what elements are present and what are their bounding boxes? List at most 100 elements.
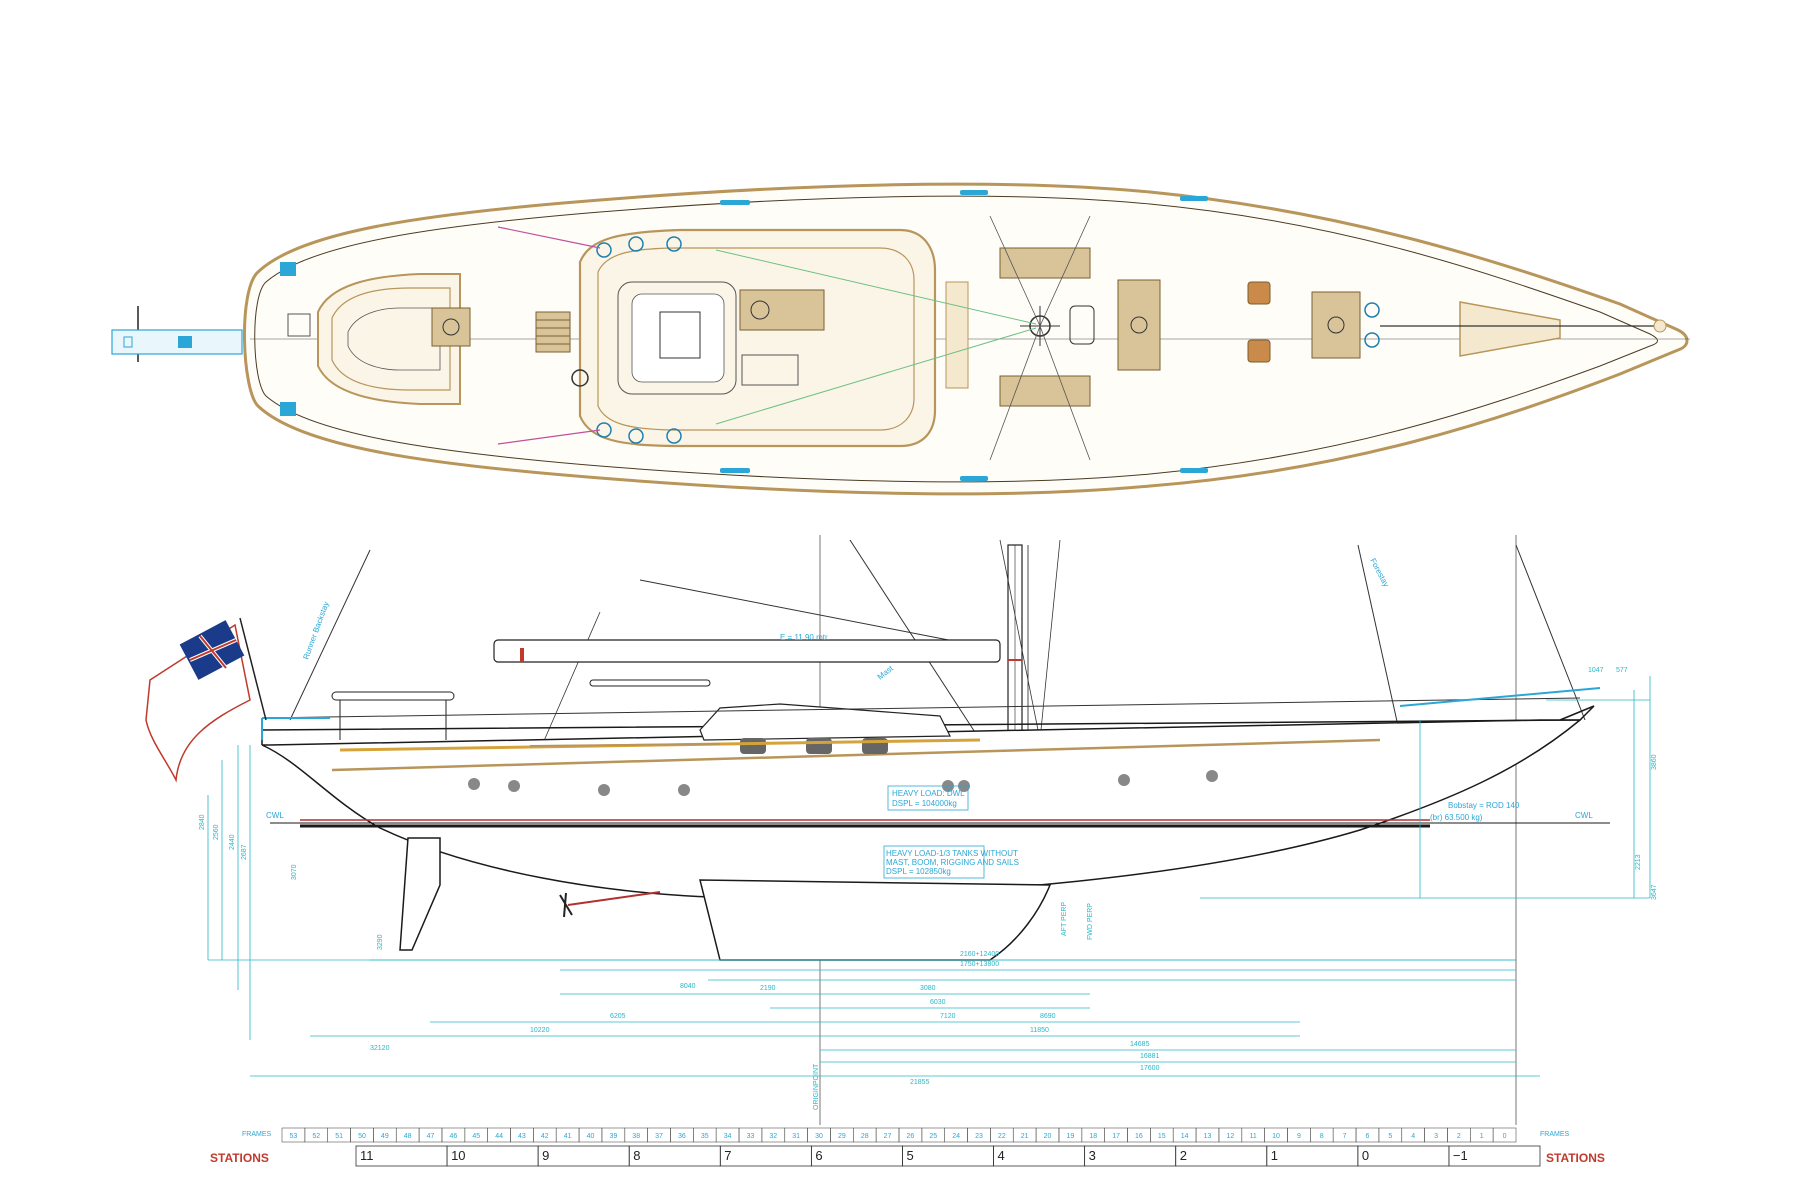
frames-label-left: FRAMES: [242, 1131, 272, 1138]
frame-number: 26: [907, 1133, 915, 1140]
frame-number: 1: [1480, 1133, 1484, 1140]
frame-number: 25: [929, 1133, 937, 1140]
station-number: 0: [1362, 1148, 1369, 1163]
frame-number: 44: [495, 1133, 503, 1140]
svg-text:2560: 2560: [213, 824, 220, 840]
svg-text:21855: 21855: [910, 1079, 930, 1086]
inner-forestay-label: Bobstay = ROD 140: [1448, 801, 1520, 810]
svg-text:2687: 2687: [241, 844, 248, 860]
frame-number: 10: [1272, 1133, 1280, 1140]
svg-text:2160+12400: 2160+12400: [960, 951, 999, 958]
station-cell: [1448, 1145, 1541, 1167]
frame-number: 8: [1320, 1133, 1324, 1140]
frame-number: 50: [358, 1133, 366, 1140]
foredeck-hatches: [999, 247, 1361, 407]
station-number: 8: [633, 1148, 640, 1163]
station-cell: [1266, 1145, 1359, 1167]
frame-number: 18: [1089, 1133, 1097, 1140]
frame-number: 12: [1226, 1133, 1234, 1140]
frame-number: 6: [1366, 1133, 1370, 1140]
svg-text:3860: 3860: [1651, 754, 1658, 770]
svg-text:2190: 2190: [760, 985, 776, 992]
gold-stripe: [331, 738, 1381, 772]
frame-number: 51: [335, 1133, 343, 1140]
station-number: 11: [360, 1148, 374, 1163]
svg-text:16881: 16881: [1140, 1053, 1160, 1060]
frame-number: 16: [1135, 1133, 1143, 1140]
cleat-icon: [280, 190, 1208, 481]
station-number: 4: [998, 1148, 1005, 1163]
red-ensign-flag-icon: [145, 617, 267, 783]
svg-text:HEAVY LOAD: DWL: HEAVY LOAD: DWL: [892, 789, 965, 798]
frame-number: 31: [792, 1133, 800, 1140]
frame-number: 20: [1044, 1133, 1052, 1140]
heavy-load-note-1: HEAVY LOAD: DWL DSPL = 104000kg: [887, 785, 969, 811]
frame-number: 32: [769, 1133, 777, 1140]
svg-text:6205: 6205: [610, 1013, 626, 1020]
frame-number: 43: [518, 1133, 526, 1140]
station-number: 6: [815, 1148, 822, 1163]
svg-text:HEAVY LOAD-1/3 TANKS WITHOUT: HEAVY LOAD-1/3 TANKS WITHOUT: [886, 849, 1018, 858]
frame-number: 23: [975, 1133, 983, 1140]
svg-text:32120: 32120: [370, 1045, 390, 1052]
svg-text:MAST, BOOM, RIGGING AND SAILS: MAST, BOOM, RIGGING AND SAILS: [886, 858, 1019, 867]
station-cell: [537, 1145, 630, 1167]
frame-number: 9: [1297, 1133, 1301, 1140]
boom-length-label: E = 11.90 mtr.: [780, 633, 829, 642]
station-cell: [810, 1145, 903, 1167]
profile-view: E = 11.90 mtr.: [145, 535, 1658, 1125]
frame-number: 29: [838, 1133, 846, 1140]
frame-number: 40: [587, 1133, 595, 1140]
svg-text:FWD PERP: FWD PERP: [1087, 903, 1094, 940]
svg-text:DSPL = 102850kg: DSPL = 102850kg: [886, 867, 951, 876]
frame-number: 52: [312, 1133, 320, 1140]
svg-text:10220: 10220: [530, 1027, 550, 1034]
rudder: [399, 837, 441, 951]
station-number: 2: [1180, 1148, 1187, 1163]
frame-number: 37: [655, 1133, 663, 1140]
portholes: [468, 770, 1218, 796]
passerelle: [111, 306, 243, 362]
svg-text:8040: 8040: [680, 983, 696, 990]
frame-number: 21: [1021, 1133, 1029, 1140]
frame-number: 36: [678, 1133, 686, 1140]
hatch-icon: [535, 311, 571, 353]
frame-number: 4: [1411, 1133, 1415, 1140]
dimension-labels: 2160+12400 1750+13800 2190 3080 8040 603…: [199, 667, 1658, 1110]
svg-text:3080: 3080: [920, 985, 936, 992]
svg-text:2213: 2213: [1635, 854, 1642, 870]
svg-text:7120: 7120: [940, 1013, 956, 1020]
station-number: 1: [1271, 1148, 1278, 1163]
frame-number: 45: [472, 1133, 480, 1140]
frame-number: 48: [404, 1133, 412, 1140]
frame-number: 13: [1204, 1133, 1212, 1140]
frame-number: 24: [952, 1133, 960, 1140]
station-cell: [1357, 1145, 1450, 1167]
aft-cockpit: [287, 273, 471, 405]
frame-cell: [1492, 1127, 1517, 1143]
svg-text:8690: 8690: [1040, 1013, 1056, 1020]
forestay-label: Forestay: [1368, 557, 1391, 589]
boom: E = 11.90 mtr.: [493, 633, 1001, 663]
deckhouse: [578, 228, 969, 448]
mast-label: Mast: [876, 663, 896, 681]
cwl-label-left: CWL: [266, 811, 284, 820]
frame-number: 47: [427, 1133, 435, 1140]
backstay-label: Runner Backstay: [301, 600, 330, 660]
frame-number: 15: [1158, 1133, 1166, 1140]
station-number: −1: [1453, 1148, 1468, 1163]
dimension-lines: [207, 676, 1651, 1077]
station-cell: [1175, 1145, 1268, 1167]
svg-text:14685: 14685: [1130, 1041, 1150, 1048]
frame-number: 17: [1112, 1133, 1120, 1140]
windlass-icon: [1364, 301, 1667, 357]
svg-text:ORIGINPOINT: ORIGINPOINT: [813, 1063, 820, 1110]
frame-number: 49: [381, 1133, 389, 1140]
svg-text:3070: 3070: [291, 864, 298, 880]
frame-number: 19: [1066, 1133, 1074, 1140]
station-number: 9: [542, 1148, 549, 1163]
svg-text:1750+13800: 1750+13800: [960, 961, 999, 968]
frame-number: 41: [564, 1133, 572, 1140]
